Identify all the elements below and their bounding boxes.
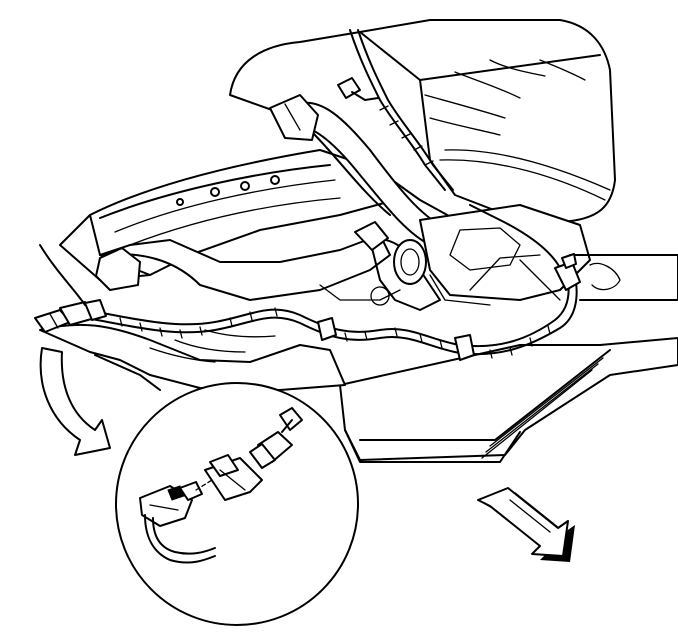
- exhaust-hanger: [95, 94, 389, 291]
- detail-inset: [115, 382, 359, 626]
- detail-inset-connector: [139, 407, 303, 564]
- fuel-tank: [229, 19, 616, 223]
- tank-connector: [337, 77, 379, 101]
- panel-edge: [39, 244, 86, 306]
- body-floor-panel-left: [39, 323, 346, 391]
- muffler: [319, 204, 678, 306]
- exhaust-pipe: [99, 101, 446, 311]
- panel-edge-lower: [94, 354, 161, 391]
- curved-pointer-arrow: [39, 347, 111, 456]
- body-floor-panel: [339, 337, 678, 463]
- oxygen-sensor-connector: [34, 299, 107, 333]
- view-direction-arrow: [477, 487, 575, 562]
- harness-clip: [317, 253, 581, 361]
